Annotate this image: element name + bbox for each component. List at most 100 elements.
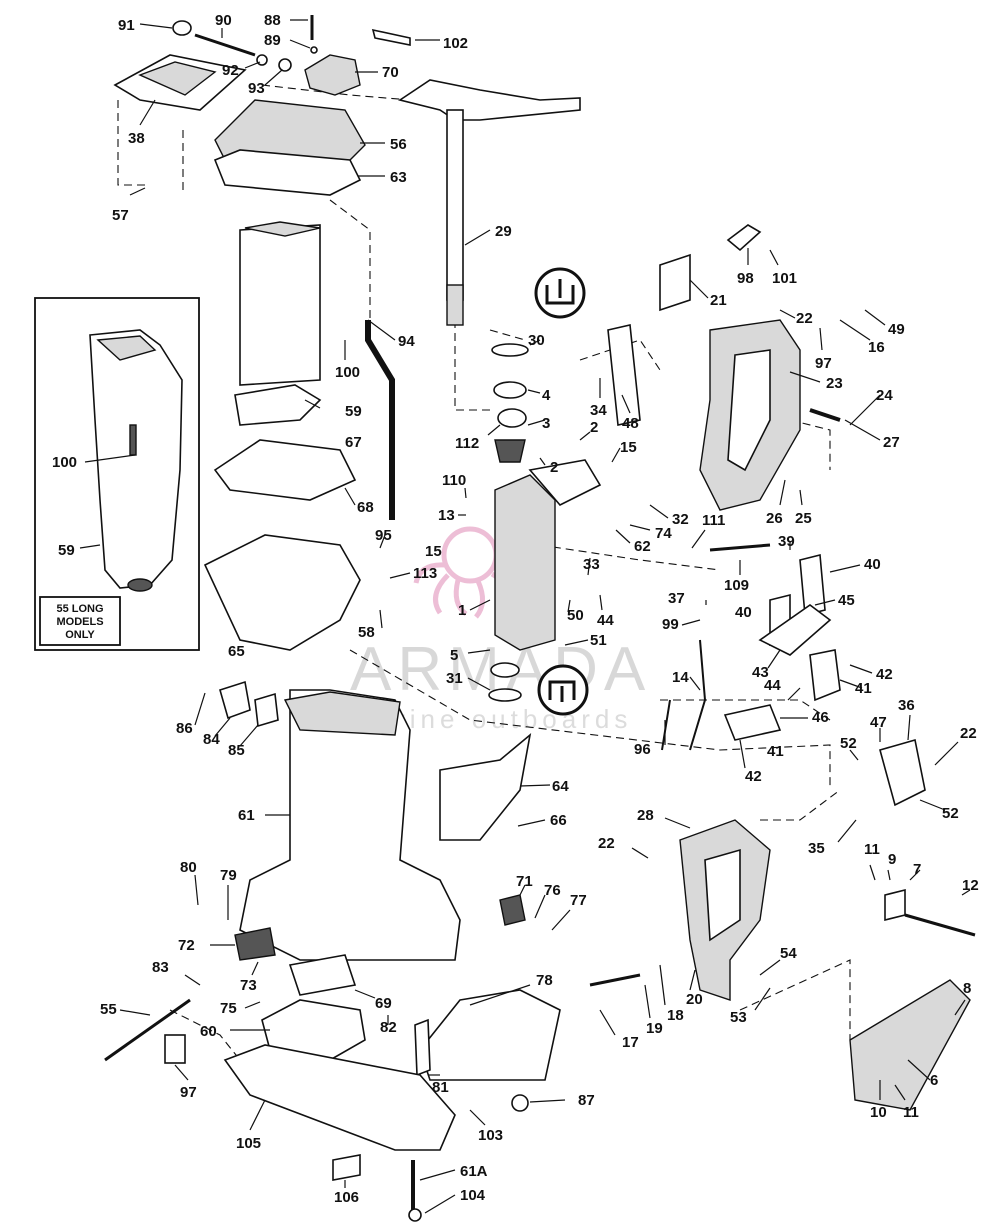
part-112-bushing (497, 408, 527, 428)
callout-17: 17 (622, 1034, 639, 1051)
callout-69: 69 (375, 995, 392, 1012)
part-1-swivel-bracket (494, 474, 556, 651)
callout-44-lower: 44 (764, 677, 781, 694)
part-29-steering-shaft (446, 109, 464, 301)
callout-53: 53 (730, 1009, 747, 1026)
part-104-nut (408, 1208, 422, 1222)
callout-47: 47 (870, 714, 887, 731)
part-67-gasket (234, 384, 322, 426)
inset-frame (34, 297, 200, 651)
callout-93: 93 (248, 80, 265, 97)
part-17-link (589, 973, 641, 987)
part-59-tube-top (244, 221, 321, 237)
callout-75: 75 (220, 1000, 237, 1017)
part-shapes (104, 15, 976, 1222)
callout-49: 49 (888, 321, 905, 338)
callout-101: 101 (772, 270, 797, 287)
inset-housing-top (96, 335, 157, 361)
callout-7: 7 (913, 861, 921, 878)
callout-8: 8 (963, 980, 971, 997)
callout-45: 45 (838, 592, 855, 609)
callout-56: 56 (390, 136, 407, 153)
callout-43: 43 (752, 664, 769, 681)
part-59-exhaust-tube (239, 224, 321, 386)
callout-89: 89 (264, 32, 281, 49)
callout-24: 24 (876, 387, 893, 404)
callout-52-lower: 52 (942, 805, 959, 822)
callout-105: 105 (236, 1135, 261, 1152)
callout-97-lower: 97 (180, 1084, 197, 1101)
callout-95: 95 (375, 527, 392, 544)
part-85-gasket (254, 692, 279, 728)
callout-55: 55 (100, 1001, 117, 1018)
part-21-tilt-lever (659, 253, 691, 312)
callout-35: 35 (808, 840, 825, 857)
callout-61: 61 (238, 807, 255, 824)
callout-111: 111 (702, 512, 725, 529)
callout-50: 50 (567, 607, 584, 624)
callout-68: 68 (357, 499, 374, 516)
callout-22-lower: 22 (598, 835, 615, 852)
part-69-gasket (288, 954, 357, 996)
part-78-housing (419, 989, 561, 1081)
callout-11-upper: 11 (864, 841, 880, 858)
callout-22-right: 22 (960, 725, 977, 742)
part-90-screw (194, 33, 256, 57)
part-94-water-tube (365, 320, 395, 520)
callout-40-left: 40 (735, 604, 752, 621)
callout-10: 10 (870, 1104, 887, 1121)
callout-67: 67 (345, 434, 362, 451)
callout-23: 23 (826, 375, 843, 392)
callout-109: 109 (724, 577, 749, 594)
inset-note-line-1: 55 LONG (56, 603, 103, 615)
part-70-bracket (304, 54, 361, 96)
part-96-spring (661, 699, 671, 751)
lubricant-symbol-top (534, 267, 586, 319)
callout-5: 5 (450, 647, 458, 664)
part-27-tilt-pin (809, 408, 841, 422)
callout-27: 27 (883, 434, 900, 451)
callout-32: 32 (672, 511, 689, 528)
callout-2-lower: 2 (550, 459, 558, 476)
callout-38: 38 (128, 130, 145, 147)
callout-71: 71 (516, 873, 533, 890)
callout-94: 94 (398, 333, 415, 350)
callout-82: 82 (380, 1019, 397, 1036)
part-106-plug (332, 1154, 361, 1181)
part-93-washer (278, 58, 292, 72)
part-48-link (607, 324, 641, 426)
callout-102: 102 (443, 35, 468, 52)
callout-54: 54 (780, 945, 797, 962)
part-109-bolt (709, 543, 771, 552)
callout-59-main: 59 (345, 403, 362, 420)
callout-41-lower: 41 (767, 743, 784, 760)
callout-90: 90 (215, 12, 232, 29)
callout-59-inset: 59 (58, 542, 75, 559)
part-6-thrust-plate (849, 979, 971, 1111)
callout-46: 46 (812, 709, 829, 726)
callout-3: 3 (542, 415, 550, 432)
callout-86: 86 (176, 720, 193, 737)
callout-numbers: 91 90 88 89 102 92 93 70 38 56 63 57 29 … (52, 12, 979, 1206)
part-28-bracket-inner (704, 848, 741, 942)
callout-16: 16 (868, 339, 885, 356)
part-63-gasket (213, 149, 362, 196)
part-1-swivel-arm (528, 459, 602, 506)
callout-21: 21 (710, 292, 727, 309)
inset-exhaust-housing (89, 329, 183, 589)
callout-76: 76 (544, 882, 561, 899)
part-41-plate (809, 649, 841, 702)
callout-61a: 61A (460, 1163, 488, 1180)
callout-15-upper: 15 (620, 439, 637, 456)
callout-92: 92 (222, 62, 239, 79)
callout-87: 87 (578, 1092, 595, 1109)
part-14-rod (689, 639, 707, 751)
assembly-guide-lines (117, 84, 851, 1061)
part-7-clamp (884, 888, 906, 922)
callout-48: 48 (622, 415, 639, 432)
callout-113: 113 (413, 565, 437, 582)
callout-83: 83 (152, 959, 169, 976)
callout-99: 99 (662, 616, 679, 633)
part-47-lever (879, 738, 926, 807)
